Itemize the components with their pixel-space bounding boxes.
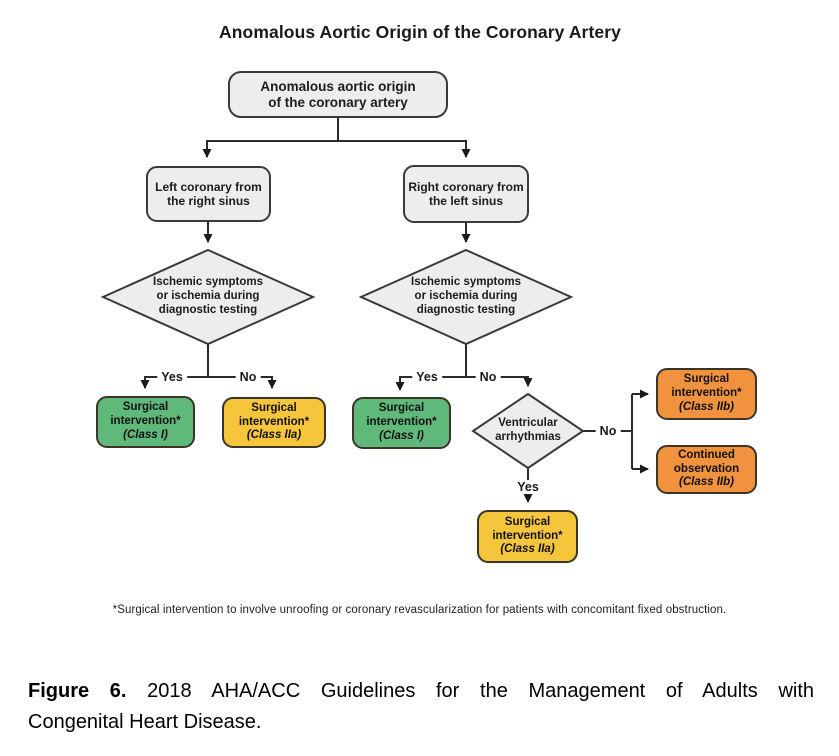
node-left-coronary-label: Left coronary from the right sinus <box>155 179 262 208</box>
outcome-text: Surgical intervention* <box>238 401 310 428</box>
caption-line-2: Congenital Heart Disease. <box>28 711 262 733</box>
figure-caption: Figure 6. 2018 AHA/ACC Guidelines for th… <box>28 676 814 738</box>
outcome-class: (Class IIb) <box>679 400 734 413</box>
outcome-text: Surgical intervention* <box>110 401 181 428</box>
right-decision-label: Ischemic symptoms or ischemia during dia… <box>411 276 521 316</box>
outcome-text: Continued observation <box>673 448 740 475</box>
outcome-left-surgical-class-iia: Surgical intervention* (Class IIa) <box>222 397 326 448</box>
outcome-class: (Class I) <box>379 429 424 442</box>
node-right-coronary: Right coronary from the left sinus <box>403 165 529 223</box>
arrhythmia-decision-text: Ventricular arrhythmias <box>468 416 588 446</box>
left-decision-label: Ischemic symptoms or ischemia during dia… <box>153 276 263 316</box>
left-no-label: No <box>235 370 261 384</box>
node-root: Anomalous aortic origin of the coronary … <box>228 71 448 118</box>
outcome-class: (Class I) <box>123 428 168 441</box>
right-decision-diamond <box>358 248 574 346</box>
footnote: *Surgical intervention to involve unroof… <box>112 604 727 616</box>
outcome-class: (Class IIa) <box>500 543 555 556</box>
arrhythmia-no-label: No <box>595 424 621 438</box>
caption-text-1: 2018 AHA/ACC Guidelines for the Manageme… <box>147 680 815 702</box>
outcome-observation-class-iib: Continued observation (Class IIb) <box>656 445 757 494</box>
caption-line-1: Figure 6. 2018 AHA/ACC Guidelines for th… <box>28 676 814 707</box>
node-root-label: Anomalous aortic origin of the coronary … <box>260 78 416 110</box>
right-no-label: No <box>475 370 501 384</box>
outcome-left-surgical-class-i: Surgical intervention* (Class I) <box>96 396 195 448</box>
arrhythmia-decision-diamond <box>471 392 585 470</box>
outcome-text: Surgical intervention* <box>492 515 563 542</box>
left-decision-text: Ischemic symptoms or ischemia during dia… <box>118 268 298 326</box>
outcome-surgical-class-iib: Surgical intervention* (Class IIb) <box>656 368 757 420</box>
right-yes-label: Yes <box>412 370 442 384</box>
outcome-text: Surgical intervention* <box>671 373 742 400</box>
left-decision-diamond <box>100 248 316 346</box>
node-right-coronary-label: Right coronary from the left sinus <box>408 179 524 208</box>
arrhythmia-decision-label: Ventricular arrhythmias <box>495 417 561 443</box>
left-yes-label: Yes <box>157 370 187 384</box>
outcome-right-surgical-class-i: Surgical intervention* (Class I) <box>352 397 451 449</box>
arrhythmia-yes-label: Yes <box>513 480 543 494</box>
caption-label: Figure 6. <box>28 680 127 702</box>
outcome-arrhythmia-surgical-class-iia: Surgical intervention* (Class IIa) <box>477 510 578 563</box>
node-left-coronary: Left coronary from the right sinus <box>146 166 271 222</box>
figure-title: Anomalous Aortic Origin of the Coronary … <box>219 22 621 42</box>
outcome-class: (Class IIb) <box>679 476 734 489</box>
outcome-text: Surgical intervention* <box>366 402 437 429</box>
outcome-class: (Class IIa) <box>246 429 302 442</box>
right-decision-text: Ischemic symptoms or ischemia during dia… <box>376 268 556 326</box>
